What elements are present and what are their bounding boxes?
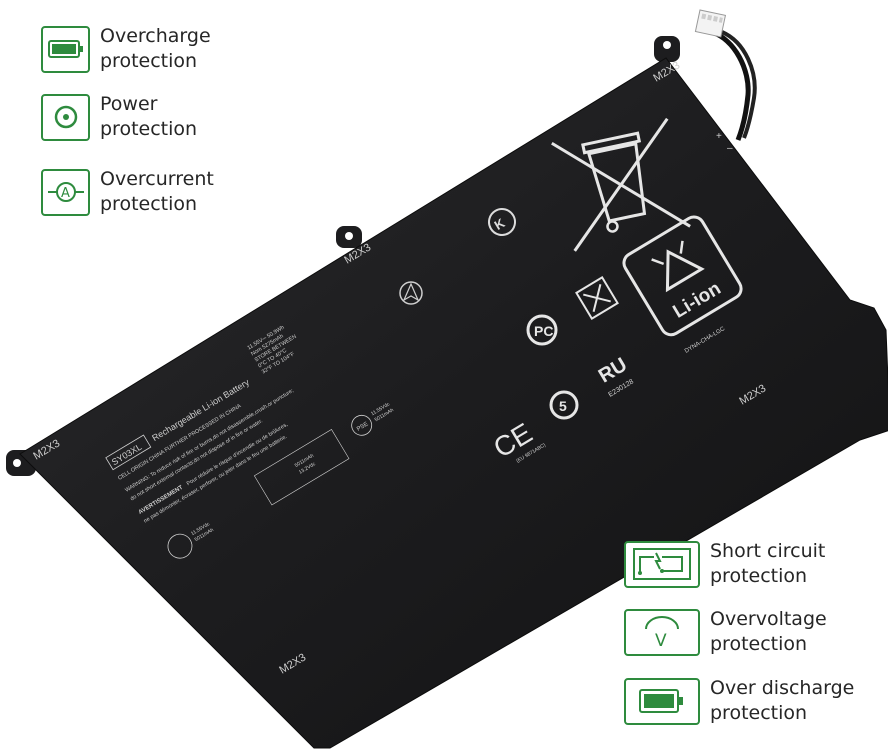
weee-bin-icon [551, 117, 691, 252]
mounting-tab-top [336, 226, 362, 248]
eco-5-mark-icon: 5 [549, 390, 579, 420]
feature-overvoltage: V Overvoltage protection [624, 607, 827, 657]
feature-label: Overcurrent protection [100, 168, 214, 215]
feature-short-circuit: Short circuit protection [624, 539, 825, 589]
circuit-board-icon [624, 540, 700, 588]
battery-low-icon [624, 677, 700, 725]
feature-over-discharge: Over discharge protection [624, 676, 854, 726]
feature-label: Overvoltage protection [710, 608, 827, 655]
svg-text:A: A [61, 186, 70, 201]
rostest-mark-icon: PC [526, 314, 558, 346]
connector-plug [694, 9, 727, 38]
feature-overcharge: Overcharge protection [41, 24, 211, 74]
feature-overcurrent: A Overcurrent protection [41, 167, 214, 217]
china-recycle-mark-icon [575, 276, 619, 320]
model-box [105, 434, 152, 471]
feature-label: Overcharge protection [100, 25, 211, 72]
plus-mark: + [716, 131, 722, 142]
battery-cable-2 [721, 30, 757, 139]
battery-full-icon [41, 25, 90, 73]
minus-mark: – [727, 143, 733, 154]
arrow-mark-icon [399, 281, 423, 305]
voltmeter-icon: V [624, 608, 700, 656]
feature-label: Short circuit protection [710, 540, 826, 587]
svg-text:PC: PC [534, 323, 553, 339]
ammeter-icon: A [41, 168, 90, 216]
svg-text:5: 5 [559, 398, 567, 414]
feature-label: Over discharge protection [710, 677, 855, 724]
battery-cable [711, 29, 751, 141]
feature-label: Power protection [100, 93, 198, 140]
svg-text:PSE: PSE [356, 421, 369, 432]
power-icon [41, 93, 90, 141]
feature-power: Power protection [41, 92, 197, 142]
svg-text:V: V [655, 631, 667, 649]
mounting-tab-topright [654, 36, 680, 62]
